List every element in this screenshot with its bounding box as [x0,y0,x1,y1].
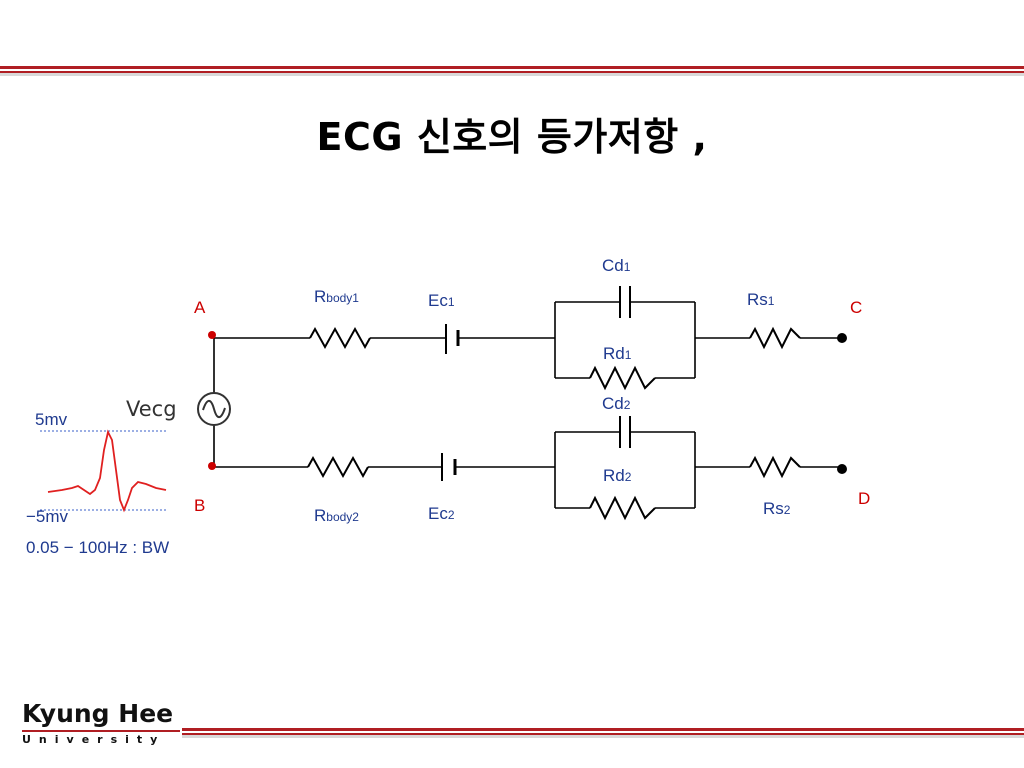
node-a-terminal [208,331,216,339]
node-d-terminal [837,464,847,474]
rs1-resistor [749,326,801,350]
node-d-label: D [858,489,870,508]
ec1-label: Ec1 [428,291,455,310]
cd1-label: Cd1 [602,256,631,275]
vecg-source [197,392,231,426]
cd2-capacitor [619,416,631,448]
university-logo: Kyung Hee University [22,700,182,747]
rbody1-label: Rbody1 [314,287,359,306]
rd1-resistor [589,365,656,391]
rbody1-resistor [309,326,371,350]
waveform-max-label: 5mv [35,410,68,429]
rbody2-resistor [307,455,369,479]
rs1-label: Rs1 [747,290,775,309]
bandwidth-label: 0.05 − 100Hz : BW [26,538,169,557]
bottom-rule [182,728,1024,738]
rd2-label: Rd2 [603,466,632,485]
waveform-min-label: −5mv [26,507,69,526]
ec1-cell [445,324,460,354]
bottom-wires [214,431,842,509]
slide-title: ECG 신호의 등가저항 , [316,115,708,159]
node-b-label: B [194,496,205,515]
node-b-terminal [208,462,216,470]
rd1-label: Rd1 [603,344,632,363]
logo-name: Kyung Hee [22,699,174,728]
ec2-cell [441,453,457,481]
vecg-label: Vecg [126,397,177,421]
rs2-resistor [749,455,801,479]
top-wires [214,301,842,379]
cd1-capacitor [619,286,631,318]
logo-sub: University [22,733,166,746]
rd2-resistor [589,495,656,521]
node-c-label: C [850,298,862,317]
ecg-waveform [47,429,167,513]
cd2-label: Cd2 [602,394,631,413]
logo-bar [22,730,180,732]
ec2-label: Ec2 [428,504,455,523]
node-a-label: A [194,298,206,317]
node-c-terminal [837,333,847,343]
rbody2-label: Rbody2 [314,506,359,525]
rs2-label: Rs2 [763,499,791,518]
top-rule [0,66,1024,76]
